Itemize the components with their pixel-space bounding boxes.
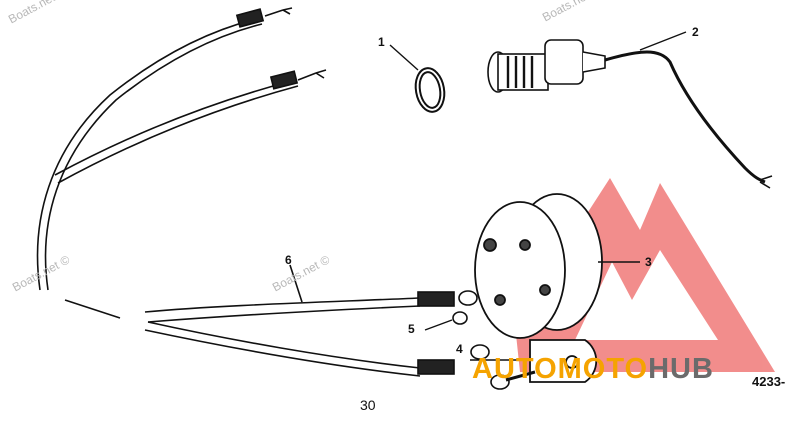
callout-6: 6 — [285, 253, 292, 267]
callout-3: 3 — [645, 255, 652, 269]
brand-part-moto: MOTO — [557, 353, 649, 385]
page-number: 30 — [360, 397, 376, 413]
snap-ring — [389, 44, 446, 113]
callout-2: 2 — [692, 25, 699, 39]
sender-unit — [487, 31, 773, 189]
callout-1: 1 — [378, 35, 385, 49]
figure-code: 4233- — [752, 374, 786, 389]
upper-wire-harness — [36, 7, 327, 291]
brand-part-hub: HUB — [648, 353, 714, 385]
break-mark — [64, 299, 121, 319]
callout-5: 5 — [408, 322, 415, 336]
lower-wire-harness — [144, 264, 490, 377]
brand-logo-text: AUTOMOTOHUB — [472, 353, 714, 386]
callout-4: 4 — [456, 342, 463, 356]
brand-part-auto: AUTO — [472, 353, 558, 385]
gauge-body — [474, 193, 640, 339]
mounting-bracket — [470, 339, 598, 383]
screw — [424, 311, 536, 390]
